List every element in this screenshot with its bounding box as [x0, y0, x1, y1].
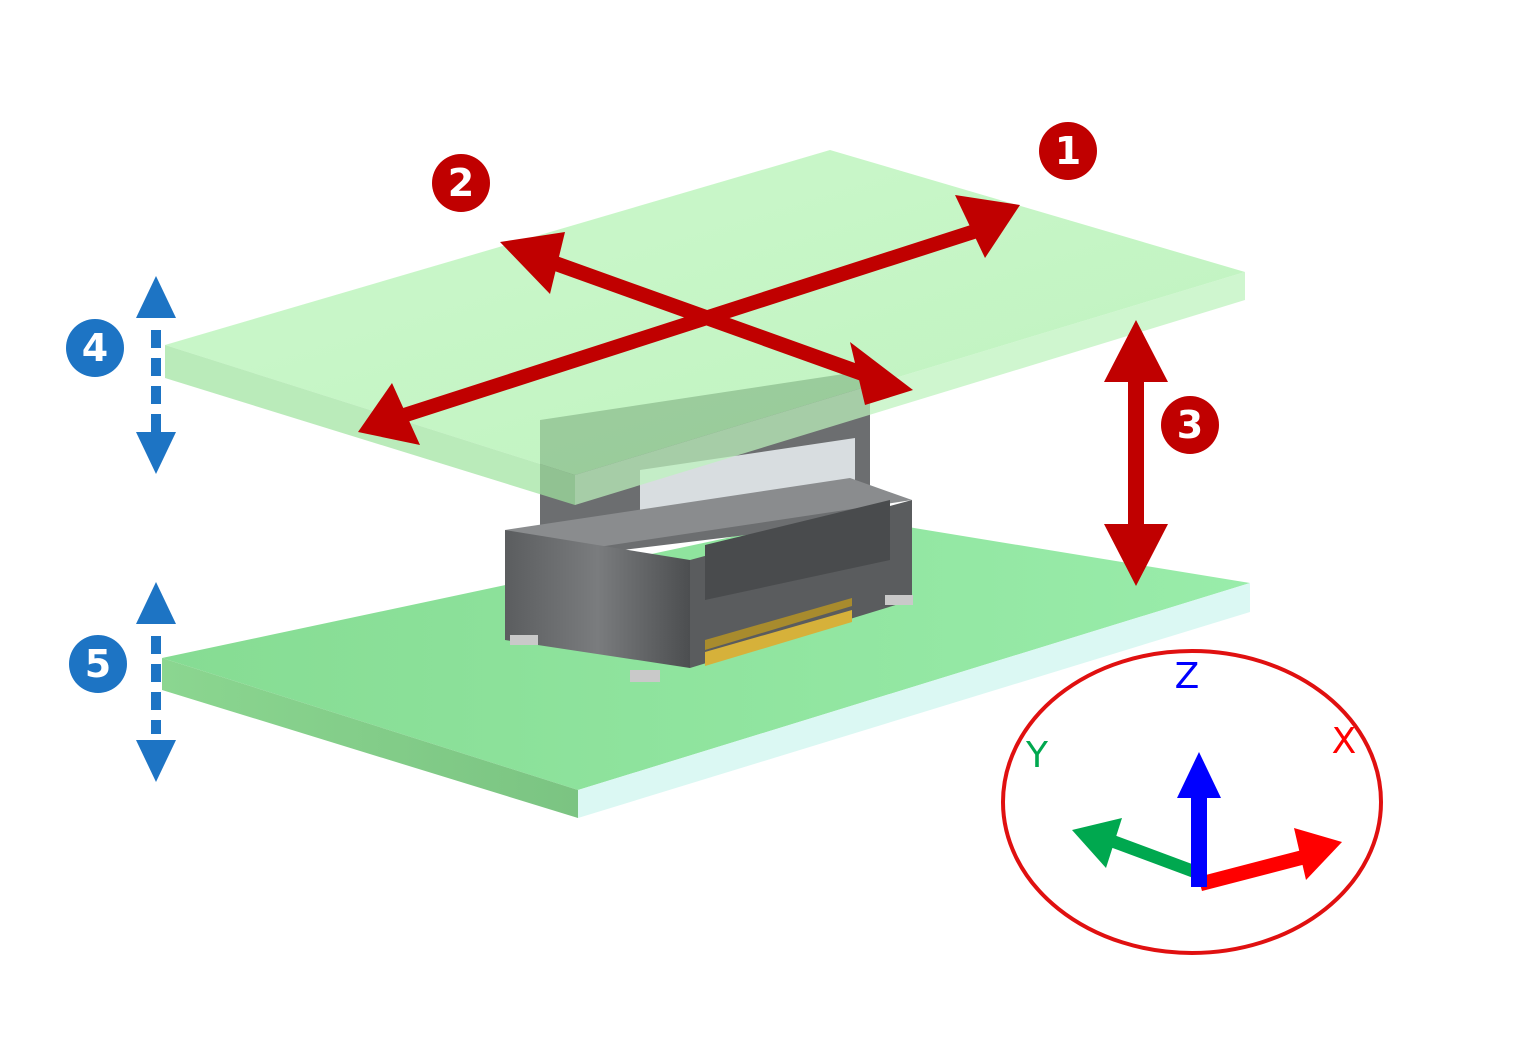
y-axis-label: Y	[1025, 735, 1049, 776]
z-axis-label: Z	[1175, 656, 1200, 697]
x-axis-arrow	[1198, 828, 1342, 891]
callout-badge-5: 5	[69, 635, 127, 693]
plug-cavity	[640, 438, 855, 510]
x-axis-label: X	[1332, 721, 1357, 762]
bottom-board-side-face	[578, 583, 1250, 818]
callout-badge-3: 3	[1161, 396, 1219, 454]
solder-tab	[630, 670, 660, 682]
float-arrows	[136, 276, 176, 782]
solder-tab	[510, 635, 538, 645]
triad-outline	[1001, 649, 1383, 955]
callout-label-4: 4	[82, 326, 108, 370]
solder-tab	[885, 595, 913, 605]
callout-label-2: 2	[448, 161, 474, 205]
arrow-y-translation	[500, 232, 913, 405]
terminal-leads	[705, 598, 852, 666]
coordinate-triad: Z Y X	[1001, 649, 1383, 955]
bottom-board-front-face	[162, 658, 578, 818]
receptacle-front-face	[505, 530, 690, 668]
float-arrow-bottom-board	[136, 582, 176, 782]
callout-label-3: 3	[1177, 403, 1203, 447]
receptacle-slot	[705, 500, 890, 600]
callout-badge-4: 4	[66, 319, 124, 377]
arrow-z-translation	[1104, 320, 1168, 586]
callout-label-5: 5	[85, 642, 111, 686]
callout-badge-1: 1	[1039, 122, 1097, 180]
receptacle-top-face	[505, 478, 912, 552]
callout-badge-2: 2	[432, 154, 490, 212]
top-board	[165, 150, 1245, 505]
arrow-x-translation	[358, 195, 1020, 445]
y-axis-arrow	[1072, 818, 1200, 879]
z-axis-arrow	[1177, 752, 1221, 887]
callout-label-1: 1	[1055, 129, 1081, 173]
movement-arrows	[358, 195, 1168, 586]
float-arrow-top-board	[136, 276, 176, 474]
